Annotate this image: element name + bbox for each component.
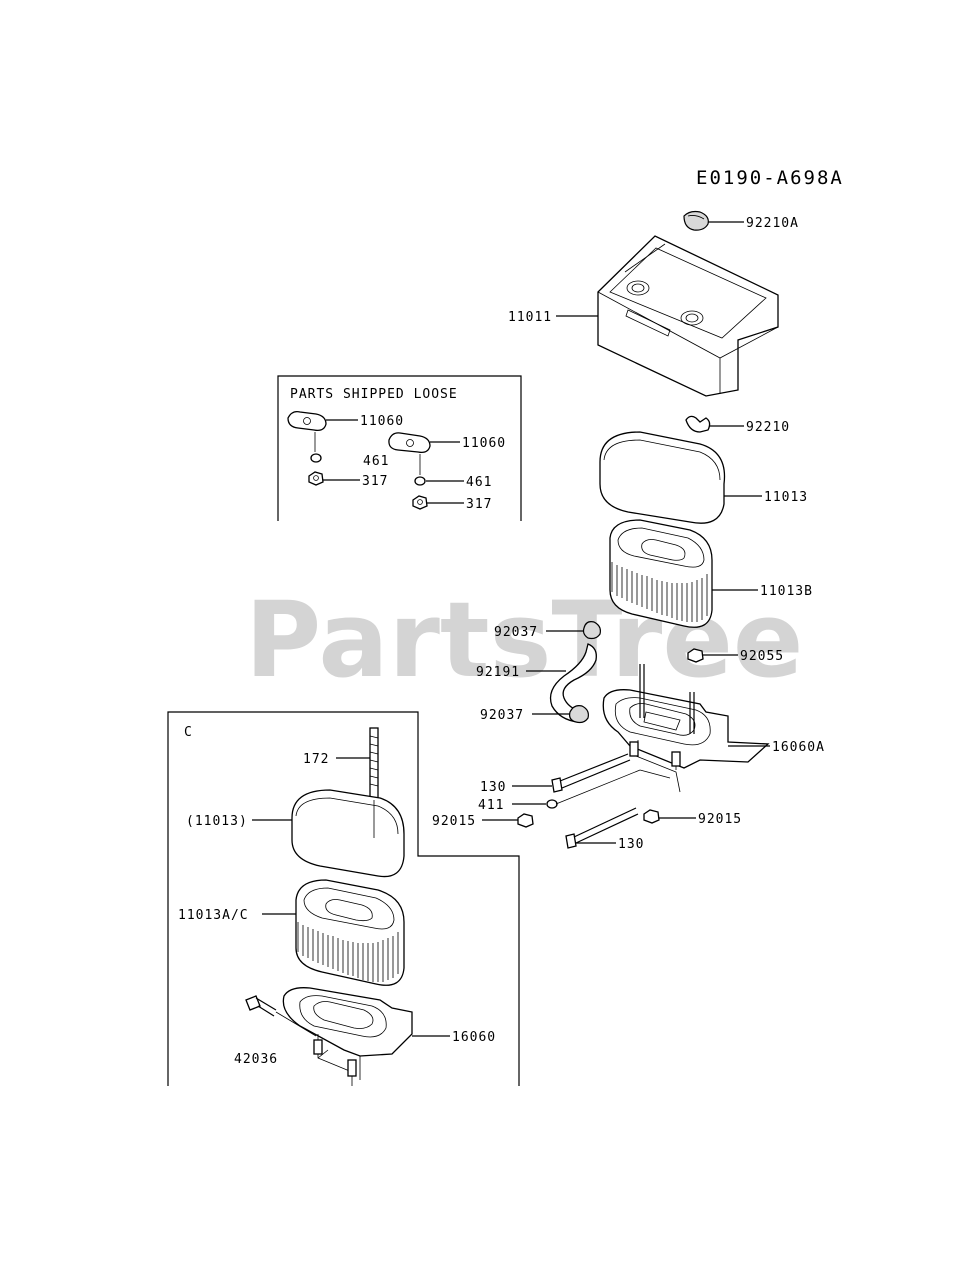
- base-plate-16060: [282, 987, 413, 1086]
- label-11013-paren: (11013): [186, 814, 248, 829]
- nut-317-right: [412, 495, 428, 510]
- stud-172: [369, 727, 379, 801]
- filter-element-11013AC: [295, 879, 405, 986]
- pin-42036: [245, 995, 277, 1017]
- bolt-130-lower: [565, 807, 639, 849]
- washer-411: [546, 799, 558, 809]
- label-92210A: 92210A: [746, 216, 799, 231]
- label-461-left: 461: [363, 454, 389, 469]
- label-461-right: 461: [466, 475, 492, 490]
- inset-box-title: C: [184, 725, 193, 740]
- label-92037-lower: 92037: [480, 708, 524, 723]
- label-11013AC: 11013A/C: [178, 908, 249, 923]
- bolt-130-upper: [551, 753, 631, 793]
- nut-92015-right: [643, 809, 660, 824]
- label-92015-left: 92015: [432, 814, 476, 829]
- watermark: PartsTree: [245, 579, 803, 701]
- label-11060-left: 11060: [360, 414, 404, 429]
- label-16060: 16060: [452, 1030, 496, 1045]
- clamp-92037-lower: [569, 705, 589, 724]
- label-92210: 92210: [746, 420, 790, 435]
- label-92015-right: 92015: [698, 812, 742, 827]
- loose-box-title: PARTS SHIPPED LOOSE: [290, 387, 458, 402]
- label-172: 172: [303, 752, 329, 767]
- gasket-11060-left: [287, 410, 327, 432]
- filter-element-11013B: [609, 519, 713, 628]
- nut-317-left: [308, 471, 324, 486]
- label-11011: 11011: [508, 310, 552, 325]
- clamp-92037-top: [582, 621, 601, 640]
- label-92191: 92191: [476, 665, 520, 680]
- label-92037-top: 92037: [494, 625, 538, 640]
- label-411: 411: [478, 798, 504, 813]
- label-130-upper: 130: [480, 780, 506, 795]
- lock-washer-461-right: [414, 476, 426, 486]
- diagram-code: E0190-A698A: [696, 167, 844, 189]
- knob-92210A: [683, 210, 709, 231]
- nut-92055: [687, 648, 704, 663]
- label-11060-right: 11060: [462, 436, 506, 451]
- label-11013B: 11013B: [760, 584, 813, 599]
- inset-box-c: C 172 (11013) 11013A/C: [167, 711, 520, 1086]
- label-16060A: 16060A: [772, 740, 825, 755]
- label-130-lower: 130: [618, 837, 644, 852]
- label-317-left: 317: [362, 474, 388, 489]
- label-317-right: 317: [466, 497, 492, 512]
- label-92055: 92055: [740, 649, 784, 664]
- wing-nut-92210: [685, 415, 711, 433]
- gasket-11060-right: [388, 432, 431, 454]
- label-11013: 11013: [764, 490, 808, 505]
- nut-92015-left: [517, 813, 534, 828]
- pre-cleaner-11013: [599, 431, 726, 524]
- lock-washer-461-left: [310, 453, 322, 463]
- parts-shipped-loose-box: PARTS SHIPPED LOOSE 11060 461 317 11060: [277, 375, 522, 521]
- air-cleaner-cover-11011: [597, 235, 779, 397]
- pre-cleaner-11013-inset: [291, 789, 405, 878]
- label-42036: 42036: [234, 1052, 278, 1067]
- base-plate-16060A: [602, 664, 770, 793]
